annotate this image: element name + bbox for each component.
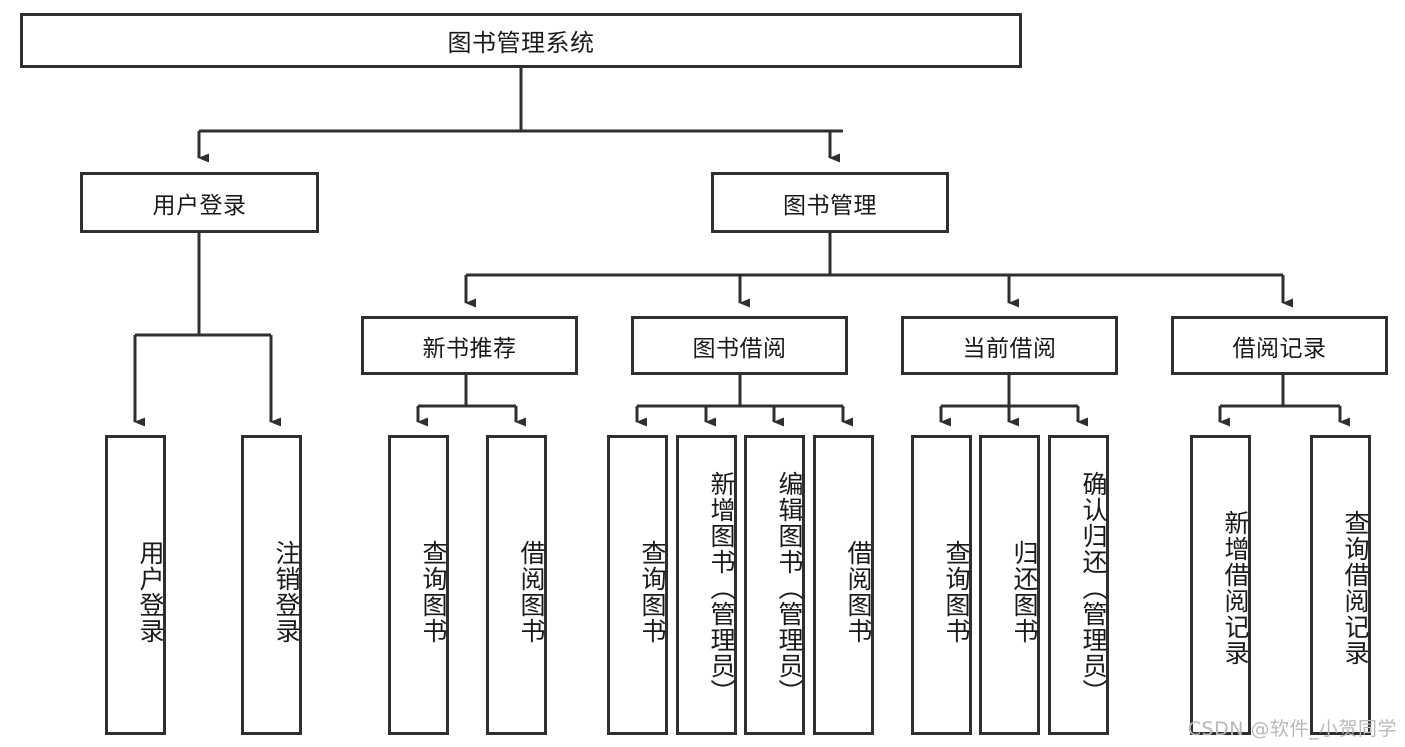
node-borrow-record[interactable]: 借阅记录: [1171, 316, 1388, 375]
leaf-borrow-book[interactable]: 借阅图书: [813, 435, 874, 735]
leaf-query-book-new[interactable]: 查询图书: [388, 435, 449, 735]
node-new-book-recommend[interactable]: 新书推荐: [361, 316, 578, 375]
node-current-borrow[interactable]: 当前借阅: [901, 316, 1118, 375]
leaf-query-book-borrow[interactable]: 查询图书: [607, 435, 668, 735]
node-book-borrow[interactable]: 图书借阅: [631, 316, 848, 375]
leaf-edit-book-admin[interactable]: 编辑图书（管理员）: [744, 435, 805, 735]
node-user-login[interactable]: 用户登录: [80, 172, 319, 233]
leaf-add-book-admin[interactable]: 新增图书（管理员）: [676, 435, 737, 735]
leaf-confirm-return-admin[interactable]: 确认归还（管理员）: [1048, 435, 1109, 735]
leaf-add-borrow-record[interactable]: 新增借阅记录: [1190, 435, 1251, 735]
leaf-borrow-book-new[interactable]: 借阅图书: [486, 435, 547, 735]
leaf-return-book[interactable]: 归还图书: [979, 435, 1040, 735]
node-book-management[interactable]: 图书管理: [711, 172, 949, 233]
leaf-logout[interactable]: 注销登录: [241, 435, 302, 735]
leaf-user-login[interactable]: 用户登录: [105, 435, 166, 735]
leaf-query-book-current[interactable]: 查询图书: [911, 435, 972, 735]
leaf-query-borrow-record[interactable]: 查询借阅记录: [1310, 435, 1371, 735]
watermark-text: CSDN @软件_小贺同学: [1187, 718, 1397, 740]
node-root-system[interactable]: 图书管理系统: [20, 13, 1022, 68]
